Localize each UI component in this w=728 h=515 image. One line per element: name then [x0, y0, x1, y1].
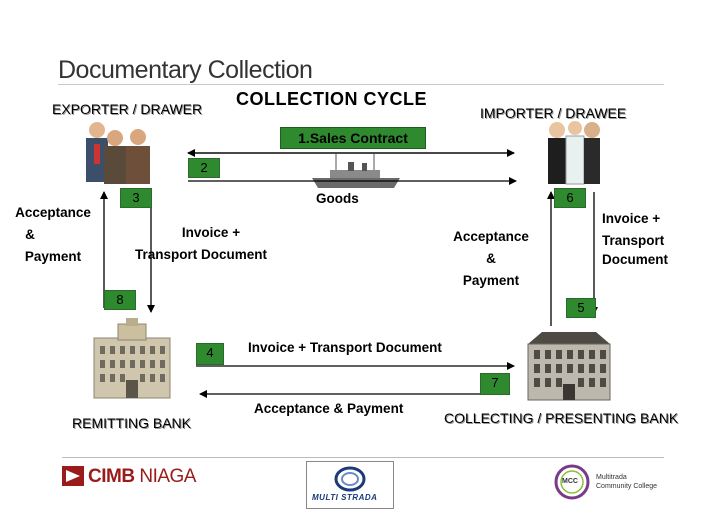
multistrada-text: MULTI STRADA	[312, 493, 378, 502]
footer-divider	[62, 457, 664, 458]
importer-label: IMPORTER / DRAWEE	[480, 105, 627, 121]
left-acceptance-label: Acceptance & Payment	[15, 205, 91, 264]
page-title: Documentary Collection	[58, 56, 313, 84]
step-1-sales-contract: 1.Sales Contract	[280, 127, 426, 149]
importer-people-icon	[548, 121, 600, 185]
multistrada-emblem-icon	[334, 466, 366, 492]
step-5-box: 5	[566, 298, 596, 318]
step-3-box: 3	[120, 188, 152, 208]
multistrada-logo	[306, 461, 394, 509]
ship-icon	[312, 154, 400, 188]
step-6-box: 6	[554, 188, 586, 208]
mcc-college-name: Multitrada Community College	[596, 474, 658, 490]
title-divider	[58, 84, 664, 85]
goods-label: Goods	[316, 191, 359, 206]
collecting-bank-label: COLLECTING / PRESENTING BANK	[444, 410, 679, 426]
mcc-badge-icon	[554, 464, 590, 500]
cimb-logo-icon	[62, 466, 84, 486]
bank-acceptance-label: Acceptance & Payment	[254, 401, 404, 416]
remitting-bank-label: REMITTING BANK	[72, 415, 192, 431]
importer-acceptance-label: Acceptance & Payment	[453, 229, 529, 288]
collecting-bank-building-icon	[527, 332, 611, 401]
step-7-box: 7	[480, 373, 510, 395]
bank-docs-label: Invoice + Transport Document	[248, 340, 442, 355]
exporter-docs-label: Invoice + Transport Document	[134, 225, 267, 262]
cimb-niaga-logo: CIMB NIAGA	[88, 466, 196, 487]
exporter-label: EXPORTER / DRAWER	[52, 101, 203, 117]
step-2-box: 2	[188, 158, 220, 178]
mcc-badge-text: MCC	[562, 478, 578, 485]
step-8-box: 8	[104, 290, 136, 310]
remitting-bank-building-icon	[93, 318, 171, 399]
step-4-box: 4	[196, 343, 224, 365]
importer-docs-label: Invoice + Transport Document	[602, 211, 669, 267]
exporter-people-icon	[86, 122, 150, 184]
cycle-title: COLLECTION CYCLE	[236, 89, 427, 109]
